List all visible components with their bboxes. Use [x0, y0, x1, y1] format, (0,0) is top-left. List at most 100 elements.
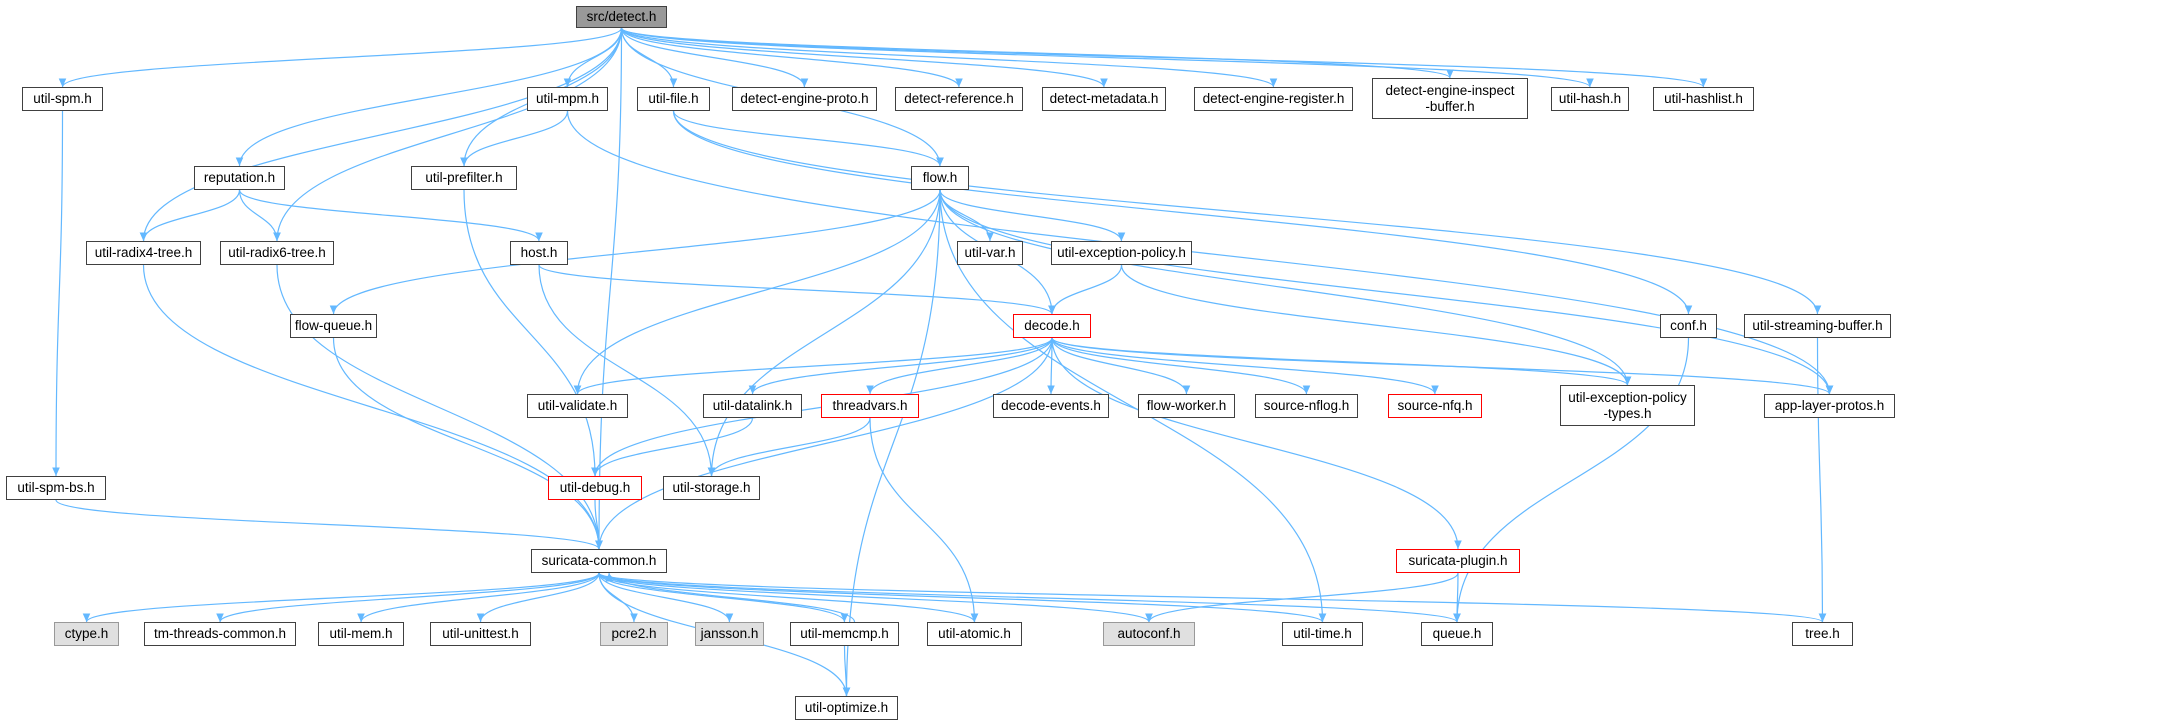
edge-util_spm_bs-to-suricata_common [55, 499, 603, 550]
edge-util_file-to-conf [672, 110, 1693, 315]
edge-detect-to-detect_engine_register [620, 27, 1278, 88]
node-threadvars[interactable]: threadvars.h [821, 394, 919, 418]
edge-suricata_plugin-to-autoconf [1145, 572, 1459, 623]
node-decode-events[interactable]: decode-events.h [993, 394, 1109, 418]
edge-suricata_common-to-util_atomic [598, 572, 979, 623]
edge-flow-to-util_exception_policy [939, 189, 1126, 242]
node-jansson[interactable]: jansson.h [695, 622, 764, 646]
edge-suricata_common-to-autoconf [598, 572, 1153, 623]
node-ctype[interactable]: ctype.h [54, 622, 119, 646]
node-detect-engine-inspect-buffer[interactable]: detect-engine-inspect -buffer.h [1372, 78, 1528, 119]
node-util-datalink[interactable]: util-datalink.h [703, 394, 802, 418]
edge-suricata_common-to-util_mem [357, 572, 600, 623]
node-source-nfq[interactable]: source-nfq.h [1388, 394, 1482, 418]
node-detect-reference[interactable]: detect-reference.h [895, 87, 1023, 111]
edge-decode-to-flow_worker [1051, 337, 1191, 395]
node-detect-metadata[interactable]: detect-metadata.h [1042, 87, 1166, 111]
edge-util_streaming_buffer-to-tree [1816, 337, 1827, 623]
node-util-spm[interactable]: util-spm.h [22, 87, 103, 111]
edge-util_memcmp-to-suricata_common [605, 572, 856, 623]
node-util-radix6-tree[interactable]: util-radix6-tree.h [220, 241, 334, 265]
edge-decode-to-util_validate [573, 337, 1053, 395]
edge-reputation-to-host [238, 189, 543, 242]
node-flow-worker[interactable]: flow-worker.h [1138, 394, 1235, 418]
edge-detect-to-reputation [235, 27, 623, 167]
edge-reputation-to-util_radix4_tree [139, 189, 241, 242]
node-queue[interactable]: queue.h [1421, 622, 1493, 646]
edge-decode-to-util_datalink [748, 337, 1053, 395]
edge-threadvars-to-util_storage [707, 417, 871, 477]
node-util-exception-policy-types[interactable]: util-exception-policy -types.h [1560, 385, 1695, 426]
node-host[interactable]: host.h [510, 241, 568, 265]
node-flow-queue[interactable]: flow-queue.h [290, 314, 377, 338]
node-util-time[interactable]: util-time.h [1282, 622, 1363, 646]
edge-flow-to-util_storage [707, 189, 941, 477]
node-util-spm-bs[interactable]: util-spm-bs.h [6, 476, 106, 500]
edge-decode-to-suricata_common [595, 337, 1053, 550]
edge-detect-to-suricata_common [595, 27, 623, 550]
edge-util_spm-to-util_spm_bs [52, 110, 64, 477]
node-util-exception-policy[interactable]: util-exception-policy.h [1051, 241, 1192, 265]
edge-flow_queue-to-suricata_common [332, 337, 603, 550]
node-reputation[interactable]: reputation.h [194, 166, 285, 190]
edge-util_exception_policy-to-decode [1048, 264, 1123, 315]
node-suricata-common[interactable]: suricata-common.h [531, 549, 667, 573]
node-suricata-plugin[interactable]: suricata-plugin.h [1396, 549, 1520, 573]
edge-suricata_common-to-util_memcmp [598, 572, 849, 623]
edge-reputation-to-util_radix6_tree [238, 189, 281, 242]
node-pcre2[interactable]: pcre2.h [600, 622, 668, 646]
edge-decode-to-suricata_plugin [1051, 337, 1462, 550]
node-util-storage[interactable]: util-storage.h [663, 476, 760, 500]
edge-suricata_common-to-tree [598, 572, 1826, 623]
edge-util_debug-to-suricata_common [594, 499, 603, 550]
edge-decode-to-source_nfq [1051, 337, 1439, 395]
node-util-unittest[interactable]: util-unittest.h [430, 622, 531, 646]
node-tree[interactable]: tree.h [1792, 622, 1853, 646]
node-util-optimize[interactable]: util-optimize.h [795, 696, 898, 720]
node-util-mem[interactable]: util-mem.h [318, 622, 404, 646]
node-util-debug[interactable]: util-debug.h [548, 476, 642, 500]
edge-suricata_common-to-util_unittest [476, 572, 600, 623]
node-util-mpm[interactable]: util-mpm.h [527, 87, 608, 111]
node-conf[interactable]: conf.h [1660, 314, 1717, 338]
edge-decode-to-threadvars [866, 337, 1053, 395]
edge-util_file-to-flow [672, 110, 944, 167]
edge-util_file-to-util_streaming_buffer [672, 110, 1822, 315]
node-util-file[interactable]: util-file.h [637, 87, 710, 111]
edge-suricata_common-to-ctype [82, 572, 600, 623]
node-util-prefilter[interactable]: util-prefilter.h [411, 166, 517, 190]
edge-suricata_common-to-util_time [598, 572, 1327, 623]
edge-detect-to-util_mpm [563, 27, 623, 88]
edge-flow-to-util_exception_policy_types [939, 189, 1632, 386]
edge-detect-to-util_hash [620, 27, 1594, 88]
node-util-radix4-tree[interactable]: util-radix4-tree.h [86, 241, 201, 265]
node-tm-threads-common[interactable]: tm-threads-common.h [144, 622, 296, 646]
edge-detect-to-util_spm [58, 27, 623, 88]
node-detect-engine-register[interactable]: detect-engine-register.h [1194, 87, 1353, 111]
edge-decode-to-source_nflog [1051, 337, 1311, 395]
edge-detect-to-detect_reference [620, 27, 963, 88]
node-util-memcmp[interactable]: util-memcmp.h [790, 622, 899, 646]
node-autoconf[interactable]: autoconf.h [1103, 622, 1195, 646]
node-flow[interactable]: flow.h [911, 166, 969, 190]
edge-util_exception_policy-to-util_exception_policy_types [1120, 264, 1632, 386]
node-detect-engine-proto[interactable]: detect-engine-proto.h [732, 87, 877, 111]
node-util-hash[interactable]: util-hash.h [1551, 87, 1629, 111]
node-util-atomic[interactable]: util-atomic.h [927, 622, 1022, 646]
node-util-validate[interactable]: util-validate.h [527, 394, 628, 418]
edge-flow-to-util_optimize [842, 189, 941, 697]
edge-detect-to-detect_metadata [620, 27, 1108, 88]
node-decode[interactable]: decode.h [1013, 314, 1091, 338]
node-util-hashlist[interactable]: util-hashlist.h [1653, 87, 1754, 111]
node-util-var[interactable]: util-var.h [957, 241, 1023, 265]
node-app-layer-protos[interactable]: app-layer-protos.h [1764, 394, 1895, 418]
node-util-streaming-buffer[interactable]: util-streaming-buffer.h [1744, 314, 1891, 338]
edge-util_datalink-to-util_debug [591, 417, 754, 477]
edge-detect-to-util_hashlist [620, 27, 1708, 88]
edge-threadvars-to-util_atomic [869, 417, 979, 623]
edge-flow-to-util_validate [573, 189, 941, 395]
node-source-nflog[interactable]: source-nflog.h [1255, 394, 1358, 418]
node-detect[interactable]: src/detect.h [576, 6, 667, 28]
edge-util_mpm-to-app_layer_protos [566, 110, 1834, 395]
edge-flow-to-flow_queue [329, 189, 941, 315]
